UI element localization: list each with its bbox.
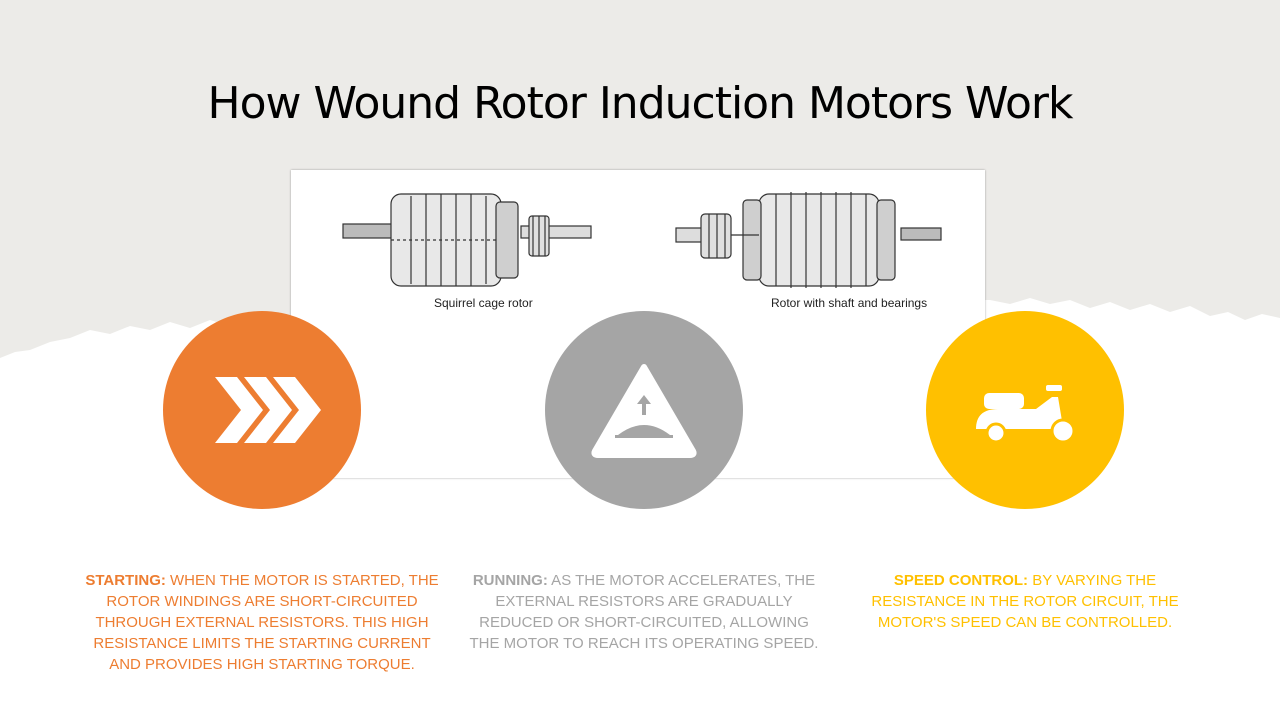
speed-control-label: SPEED CONTROL:: [893, 572, 1029, 589]
scooter-icon: [976, 385, 1076, 444]
caption-squirrel-cage: Squirrel cage rotor: [434, 296, 533, 310]
running-description: RUNNING: AS THE MOTOR ACCELERATES, THE E…: [464, 570, 824, 654]
rotor-illustration: [342, 192, 942, 288]
starting-label: STARTING:: [85, 572, 166, 589]
starting-description: STARTING: WHEN THE MOTOR IS STARTED, THE…: [82, 570, 442, 675]
starting-text: WHEN THE MOTOR IS STARTED, THE ROTOR WIN…: [93, 572, 439, 673]
hill-warning-icon: [591, 364, 697, 458]
starting-circle: [163, 311, 361, 509]
running-text: AS THE MOTOR ACCELERATES, THE EXTERNAL R…: [469, 572, 819, 652]
caption-rotor-shaft: Rotor with shaft and bearings: [771, 296, 928, 310]
squirrel-cage-rotor-drawing: [342, 193, 592, 287]
running-circle: [545, 311, 743, 509]
chevrons-right-icon: [215, 377, 321, 443]
speed-control-description: SPEED CONTROL: BY VARYING THE RESISTANCE…: [845, 570, 1205, 633]
running-label: RUNNING:: [472, 572, 548, 589]
speed-control-text: BY VARYING THE RESISTANCE IN THE ROTOR C…: [871, 572, 1179, 631]
rotor-with-shaft-drawing: [675, 192, 942, 288]
speed-control-circle: [926, 311, 1124, 509]
slide-title: How Wound Rotor Induction Motors Work: [207, 78, 1074, 129]
